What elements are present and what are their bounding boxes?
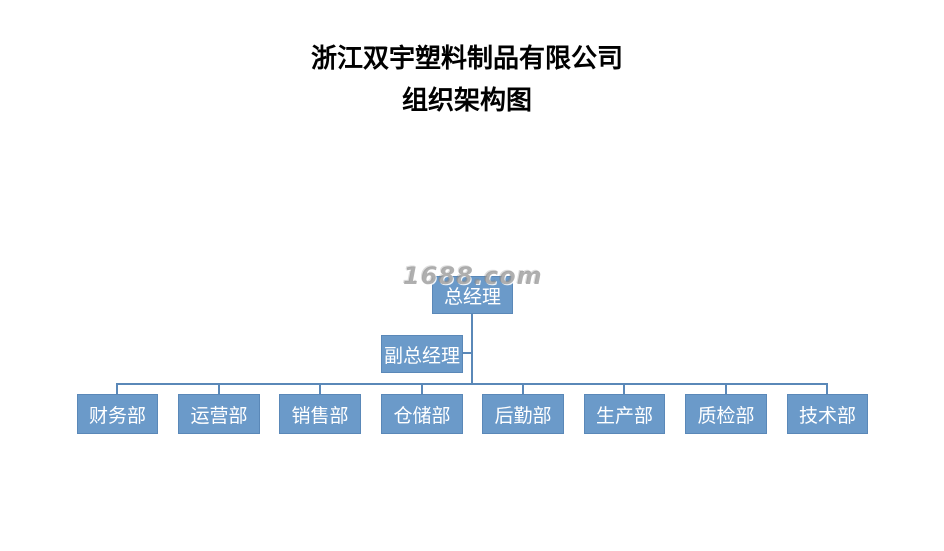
node-department: 生产部	[584, 394, 665, 434]
node-department: 财务部	[77, 394, 158, 434]
node-department: 销售部	[279, 394, 361, 434]
node-department: 仓储部	[381, 394, 463, 434]
node-deputy-general-manager: 副总经理	[381, 335, 463, 373]
connector-dept-6	[623, 383, 625, 395]
connector-assistant	[463, 352, 472, 354]
node-department: 质检部	[685, 394, 767, 434]
connector-department-bus	[116, 383, 828, 385]
connector-dept-5	[522, 383, 524, 395]
chart-title: 浙江双宇塑料制品有限公司	[310, 44, 623, 74]
connector-dept-8	[826, 383, 828, 395]
chart-subtitle: 组织架构图	[401, 86, 532, 116]
connector-dept-1	[116, 383, 118, 395]
node-department: 运营部	[178, 394, 260, 434]
node-department: 技术部	[787, 394, 868, 434]
node-department: 后勤部	[482, 394, 564, 434]
connector-dept-7	[725, 383, 727, 395]
connector-dept-3	[319, 383, 321, 395]
node-general-manager: 总经理	[432, 276, 513, 314]
connector-root-trunk	[471, 314, 473, 384]
connector-dept-4	[421, 383, 423, 395]
connector-dept-2	[218, 383, 220, 395]
